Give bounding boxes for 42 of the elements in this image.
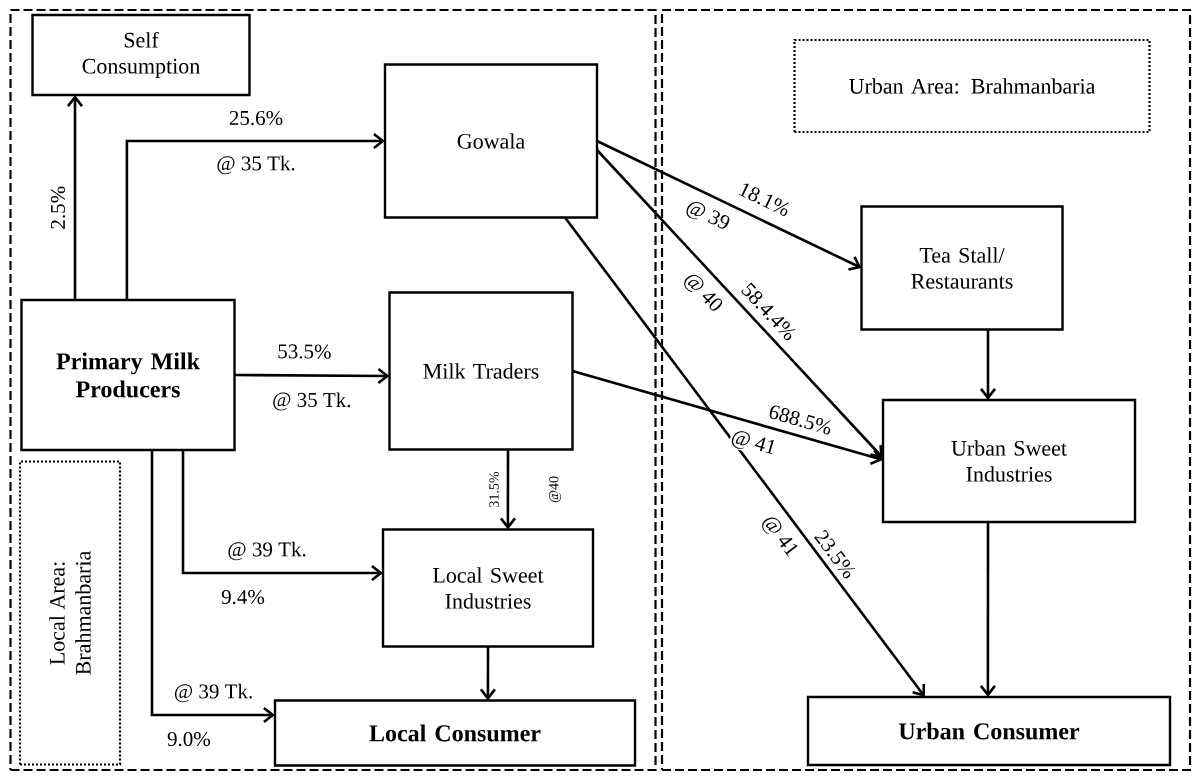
edge-label: 9.4% [220,588,266,606]
arrow [234,367,390,384]
process-box: Local Sweet Industries [381,528,595,648]
process-box: Milk Traders [388,291,574,451]
edge-label: 31.5% [488,470,500,509]
edge-label: 2.5% [49,184,67,231]
arrow [596,139,862,271]
price-label: @ 39 [681,196,734,236]
arrow [66,95,84,300]
area-label-box: Urban Area: Brahmanbaria [793,38,1151,134]
arrow [980,329,997,400]
region-box [660,8,1192,772]
price-label: @ 35 Tk. [215,154,297,176]
edge-label: 9.0% [166,730,212,748]
process-box: Gowala [383,63,599,219]
arrow [125,132,385,300]
arrow [563,216,926,697]
arrow [150,450,275,724]
price-label: @ 41 [727,427,779,460]
process-box: Tea Stall/ Restaurants [860,205,1064,331]
arrow [181,450,383,582]
arrow [572,369,883,465]
process-box: Local Consumer [273,699,637,767]
edge-label: 25.6% [227,109,285,127]
arrow [596,149,883,458]
edge-label: 53.5% [276,343,333,360]
arrow [499,449,516,530]
price-label: @40 [548,475,562,504]
price-label: @ 40 [679,268,726,318]
price-label: @ 41 [757,511,802,562]
price-label: @ 39 Tk. [226,540,308,562]
process-box: Self Consumption [31,13,251,97]
edge-label: 18.1% [735,179,794,219]
process-box: Urban Sweet Industries [881,398,1137,524]
process-box: Urban Consumer [806,695,1172,767]
price-label: @ 35 Tk. [271,390,353,413]
arrow [479,646,496,701]
region-box [9,8,657,772]
process-box: Primary Milk Producers [20,298,236,452]
price-label: @ 39 Tk. [172,682,255,704]
arrow [979,522,996,697]
area-label-box: Local Area: Brahmanbaria [18,460,122,766]
